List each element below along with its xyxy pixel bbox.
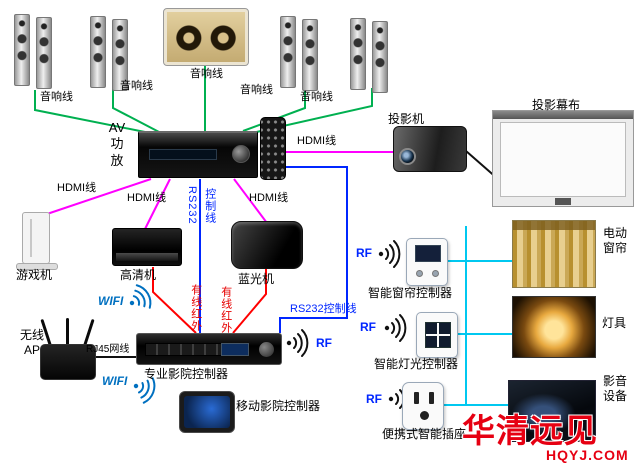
- label-hdmi: HDMI线: [57, 182, 97, 194]
- label-wifi: WIFI: [102, 374, 128, 388]
- remote-control: [260, 117, 286, 180]
- wireless-ap-device: [40, 314, 96, 380]
- mobile-controller-device: [179, 391, 235, 433]
- bluray-player-device: [231, 221, 303, 269]
- label-wired-ir: 有线红外: [219, 286, 232, 334]
- projector-device: [393, 126, 467, 172]
- label-projection-screen: 投影幕布: [532, 98, 581, 112]
- label-rj45: RJ45网线: [86, 344, 130, 355]
- label-rs232: RS232: [185, 186, 198, 225]
- router-body: [40, 344, 96, 380]
- light-controller-device: [416, 312, 458, 358]
- tower-speaker: [90, 16, 106, 88]
- label-rf: RF: [360, 320, 376, 334]
- rf-signal-icon: [377, 240, 401, 268]
- label-mobile-controller: 移动影院控制器: [236, 399, 321, 413]
- receiver-volume-knob: [232, 145, 250, 163]
- label-speaker-wire: 音响线: [240, 84, 273, 96]
- watermark-brand: 华清远见: [462, 412, 598, 449]
- rf-signal-icon: [285, 329, 309, 357]
- tablet-screen: [184, 396, 230, 428]
- light-fixture-photo: [512, 296, 596, 358]
- controller-knob: [259, 342, 274, 357]
- curtain-controller-screen: [415, 245, 441, 262]
- label-smart-socket: 便携式智能插座: [382, 427, 467, 441]
- label-av-amplifier: AV 功 放: [108, 120, 126, 168]
- label-electric-curtain: 电动 窗帘: [602, 226, 627, 255]
- socket-hole: [420, 411, 429, 420]
- game-console-device: [22, 212, 50, 264]
- label-hdmi: HDMI线: [297, 135, 337, 147]
- hd-player-device: [112, 228, 182, 266]
- label-speaker-wire: 音响线: [300, 91, 333, 103]
- screen-surface: [500, 122, 626, 197]
- antenna: [66, 318, 69, 346]
- tower-speaker: [112, 19, 128, 91]
- av-equipment-photo: [508, 380, 596, 442]
- label-av-equipment: 影音 设备: [602, 374, 627, 403]
- smart-socket-device: [402, 382, 444, 430]
- label-speaker-wire: 音响线: [120, 80, 153, 92]
- tower-speaker: [280, 16, 296, 88]
- tower-speaker: [372, 21, 388, 93]
- label-rf: RF: [356, 246, 372, 260]
- label-rf: RF: [366, 392, 382, 406]
- label-light-fixture: 灯具: [602, 316, 627, 330]
- ir-wires: [152, 267, 267, 334]
- control-wires: [444, 226, 512, 406]
- label-rf: RF: [316, 336, 332, 350]
- projector-lens: [399, 148, 416, 165]
- tower-speaker: [350, 18, 366, 90]
- socket-slot: [429, 392, 434, 404]
- label-speaker-wire: 音响线: [40, 91, 73, 103]
- label-hdmi: HDMI线: [127, 192, 167, 204]
- label-theater-controller: 专业影院控制器: [144, 367, 229, 381]
- socket-slot: [414, 392, 419, 404]
- theater-controller-device: [136, 333, 282, 365]
- label-rs232-control: RS232控制线: [290, 303, 357, 315]
- label-wireless-ap: 无线 AP: [19, 328, 44, 357]
- curtain-controller-button: [432, 270, 439, 277]
- label-wifi: WIFI: [98, 294, 124, 308]
- curtain-controller-device: [406, 238, 448, 286]
- label-game-console: 游戏机: [16, 268, 53, 282]
- label-speaker-wire: 音响线: [190, 68, 223, 80]
- label-wired-ir: 有线红外: [189, 284, 202, 332]
- label-hd-player: 高清机: [120, 268, 157, 282]
- game-console-stand: [16, 263, 58, 270]
- electric-curtain-photo: [512, 220, 596, 288]
- label-control-wire: 控制线: [203, 188, 216, 224]
- label-light-controller: 智能灯光控制器: [374, 357, 459, 371]
- center-speaker: [163, 8, 249, 66]
- rs232-wires: [199, 166, 348, 333]
- watermark-site: HQYJ.COM: [546, 447, 629, 463]
- av-receiver: [138, 131, 258, 178]
- label-projector: 投影机: [388, 112, 425, 126]
- controller-display: [221, 343, 249, 356]
- projection-screen: [492, 110, 634, 207]
- tower-speaker: [14, 14, 30, 86]
- label-bluray-player: 蓝光机: [238, 272, 275, 286]
- rf-signal-icon: [383, 314, 407, 342]
- receiver-display: [149, 149, 217, 160]
- label-curtain-controller: 智能窗帘控制器: [368, 286, 453, 300]
- tower-speaker: [36, 17, 52, 89]
- antenna: [83, 318, 95, 347]
- label-hdmi: HDMI线: [249, 192, 289, 204]
- light-controller-buttons: [425, 322, 451, 348]
- tower-speaker: [302, 19, 318, 91]
- wifi-icon: [122, 281, 156, 317]
- controller-grill: [145, 343, 229, 356]
- curtain-controller-button: [416, 270, 423, 277]
